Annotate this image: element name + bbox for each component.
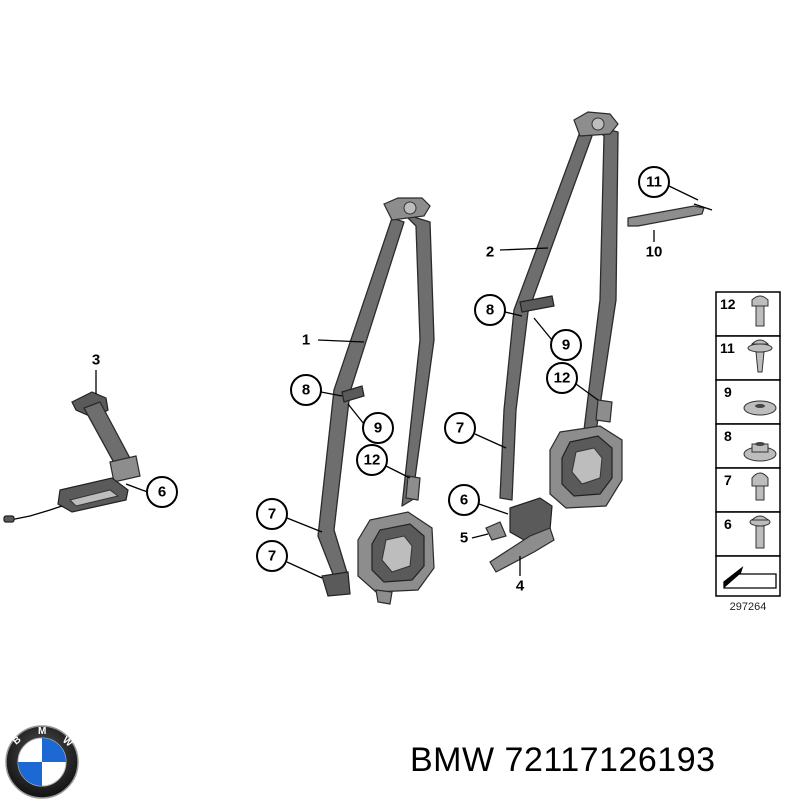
callout-11: 11 <box>646 174 662 191</box>
collar-nut-icon <box>743 442 777 462</box>
svg-text:M: M <box>38 726 46 737</box>
callout-9-left: 9 <box>374 420 382 437</box>
bolt-with-flange-icon <box>747 339 773 373</box>
legend-row-6 <box>715 511 781 557</box>
legend-number: 11 <box>720 340 735 356</box>
arrow-marker-icon <box>723 566 777 589</box>
callout-7-lower: 7 <box>268 548 276 565</box>
legend-number: 9 <box>724 384 732 400</box>
legend-row-7 <box>715 467 781 513</box>
short-bolt-icon <box>751 472 769 501</box>
callout-12-right: 12 <box>554 370 571 387</box>
callout-1: 1 <box>302 332 310 349</box>
buckle-assembly <box>3 391 143 523</box>
callout-3: 3 <box>92 352 100 369</box>
callout-4: 4 <box>516 578 525 595</box>
callout-6-right: 6 <box>460 492 468 509</box>
callout-2: 2 <box>486 244 494 261</box>
legend-number: 8 <box>724 428 732 444</box>
bracket-10-11 <box>627 203 713 227</box>
callout-12-left: 12 <box>364 452 381 469</box>
callout-9-right: 9 <box>562 337 570 354</box>
legend-row-8 <box>715 423 781 469</box>
callout-8-right: 8 <box>486 302 494 319</box>
bolt-icon <box>751 295 769 327</box>
belt-1 <box>317 197 435 605</box>
belt-2 <box>485 111 623 573</box>
legend-row-12 <box>715 291 781 337</box>
callout-8-left: 8 <box>302 382 310 399</box>
legend-number: 6 <box>724 516 732 532</box>
part-number-caption: BMW 72117126193 <box>410 741 716 779</box>
legend-number: 12 <box>720 296 736 312</box>
callouts: 3 6 1 8 9 12 7 7 2 8 9 12 7 <box>92 166 699 595</box>
callout-5: 5 <box>460 530 468 547</box>
bolt-icon <box>749 515 771 549</box>
callout-6-left: 6 <box>158 484 166 501</box>
callout-7-upper: 7 <box>268 506 276 523</box>
reference-code: 297264 <box>730 601 767 613</box>
callout-7-right: 7 <box>456 420 464 437</box>
callout-10: 10 <box>646 244 663 261</box>
fastener-legend: 12 11 9 8 7 6 <box>715 291 781 613</box>
washer-icon <box>743 400 777 416</box>
legend-number: 7 <box>724 472 732 488</box>
bmw-logo: B M W <box>5 725 79 799</box>
legend-row-11 <box>715 335 781 381</box>
